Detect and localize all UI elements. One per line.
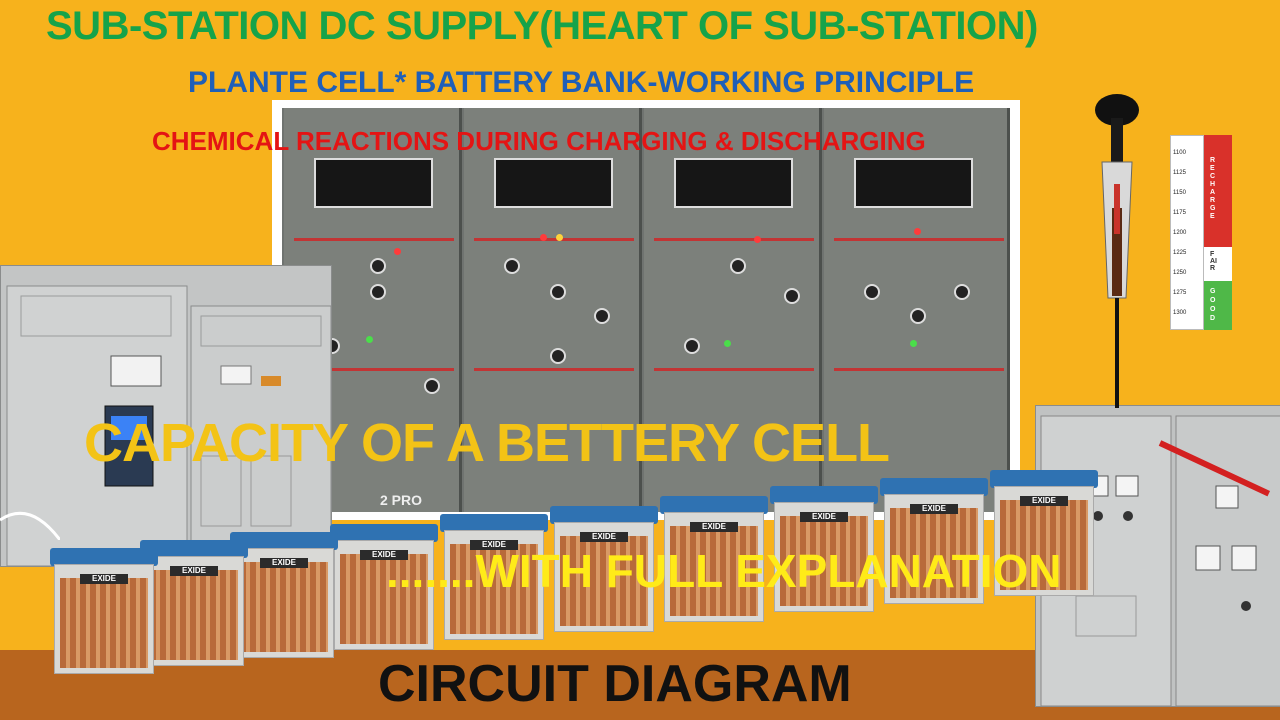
scale-value: 1225 <box>1173 250 1187 256</box>
mimic-line <box>474 368 634 371</box>
battery-cell: EXIDE <box>770 486 878 614</box>
battery-cell: EXIDE <box>230 532 338 660</box>
battery-cell: EXIDE <box>440 514 548 642</box>
battery-cell: EXIDE <box>990 470 1098 598</box>
scale-value: 1100 <box>1173 150 1186 156</box>
mimic-line <box>294 238 454 241</box>
scale-value: 1125 <box>1173 170 1186 176</box>
mimic-line <box>654 368 814 371</box>
annunciator-panel <box>314 158 433 208</box>
indicator-lamp <box>366 336 373 343</box>
battery-cell: EXIDE <box>880 478 988 606</box>
selector-knob <box>954 284 970 300</box>
selector-knob <box>504 258 520 274</box>
mimic-line <box>654 238 814 241</box>
scale-value: 1200 <box>1173 230 1187 236</box>
control-panel-bay-4 <box>824 108 1010 512</box>
cable-wire <box>0 511 60 540</box>
battery-cell: EXIDE <box>550 506 658 634</box>
scale-value: 1150 <box>1173 190 1186 196</box>
indicator-lamp <box>556 234 563 241</box>
selector-knob <box>684 338 700 354</box>
indicator-lamp <box>754 236 761 243</box>
good-label: GOOD <box>1210 288 1216 322</box>
mimic-line <box>834 238 1004 241</box>
recharge-label: RECHARGE <box>1210 157 1216 220</box>
mimic-line <box>474 238 634 241</box>
scale-card: 1100 1125 1150 1175 1200 1225 1250 1275 … <box>1170 135 1204 330</box>
good-zone <box>1204 281 1232 330</box>
hydrometer-scale: 1100 1125 1150 1175 1200 1225 1250 1275 … <box>1170 135 1232 330</box>
indicator-lamp <box>914 228 921 235</box>
dc-distribution-cabinet-right <box>1035 405 1280 707</box>
selector-knob <box>424 378 440 394</box>
recharge-zone <box>1204 135 1232 247</box>
scale-value: 1175 <box>1173 210 1186 216</box>
selector-knob <box>370 284 386 300</box>
battery-cell: EXIDE <box>660 496 768 624</box>
indicator-lamp <box>910 340 917 347</box>
annunciator-panel <box>494 158 613 208</box>
mimic-line <box>294 368 454 371</box>
mimic-line <box>834 368 1004 371</box>
indicator-lamp <box>540 234 547 241</box>
capacity-overlay-text: CAPACITY OF A BETTERY CELL <box>84 413 890 473</box>
indicator-lamp <box>724 340 731 347</box>
selector-knob <box>550 348 566 364</box>
scale-value: 1275 <box>1173 290 1187 296</box>
fair-zone <box>1204 247 1232 281</box>
selector-knob <box>864 284 880 300</box>
scale-value: 1250 <box>1173 270 1187 276</box>
selector-knob <box>550 284 566 300</box>
battery-cell: EXIDE <box>330 524 438 652</box>
control-panel-bay-2 <box>464 108 642 512</box>
selector-knob <box>910 308 926 324</box>
circuit-diagram-text: CIRCUIT DIAGRAM <box>378 655 852 713</box>
scale-value: 1300 <box>1173 310 1187 316</box>
annunciator-panel <box>854 158 973 208</box>
selector-knob <box>594 308 610 324</box>
explanation-overlay-text: .......WITH FULL EXPLANATION <box>386 545 1062 597</box>
indicator-lamp <box>394 248 401 255</box>
selector-knob <box>784 288 800 304</box>
control-panel-bay-3 <box>644 108 822 512</box>
annunciator-panel <box>674 158 793 208</box>
selector-knob <box>370 258 386 274</box>
selector-knob <box>730 258 746 274</box>
photo-corner-text: 2 PRO <box>380 492 423 508</box>
battery-cell: EXIDE <box>140 540 248 668</box>
battery-cell: EXIDE <box>50 548 158 676</box>
subtitle-working-principle: PLANTE CELL* BATTERY BANK-WORKING PRINCI… <box>188 66 975 99</box>
page-title: SUB-STATION DC SUPPLY(HEART OF SUB-STATI… <box>46 4 1038 48</box>
cabinet-drawing-right <box>1040 415 1280 707</box>
hydrometer-icon <box>1095 94 1139 408</box>
subtitle-chemical-reactions: CHEMICAL REACTIONS DURING CHARGING & DIS… <box>152 126 926 156</box>
fair-label: FAIR <box>1210 251 1217 272</box>
